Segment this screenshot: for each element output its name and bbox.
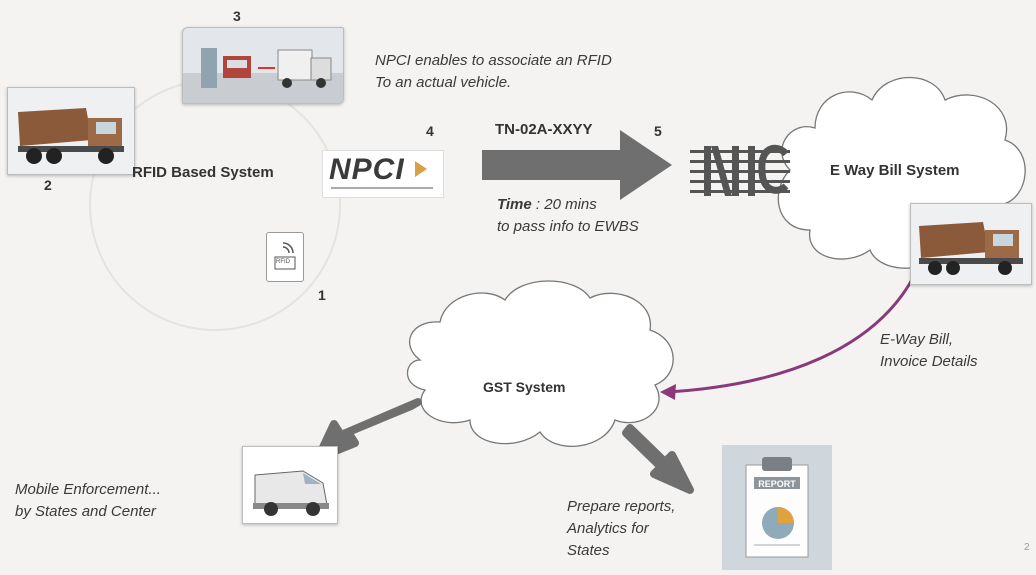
nic-logo-icon bbox=[690, 144, 790, 196]
gst-to-reports-arrow bbox=[622, 424, 694, 494]
time-label: Time bbox=[497, 196, 532, 213]
mobile-enforcement-line-2: by States and Center bbox=[15, 503, 156, 520]
eway-invoice-line-1: E-Way Bill, bbox=[880, 331, 954, 348]
time-value: : 20 mins bbox=[531, 196, 597, 213]
toll-gate-photo bbox=[182, 27, 344, 104]
page-number: 2 bbox=[1024, 542, 1030, 553]
eway-invoice-note: E-Way Bill, Invoice Details bbox=[880, 329, 978, 373]
npci-note-line-1: NPCI enables to associate an RFID bbox=[375, 52, 612, 69]
gst-to-enforcement-arrow bbox=[314, 398, 422, 462]
rfid-tag-text: RFID bbox=[276, 259, 290, 265]
toll-gate-icon bbox=[183, 48, 343, 103]
nic-logo bbox=[690, 140, 790, 198]
reports-line-3: States bbox=[567, 542, 610, 559]
step-1-marker: 1 bbox=[318, 287, 326, 303]
step-4-marker: 4 bbox=[426, 123, 434, 139]
eway-invoice-line-2: Invoice Details bbox=[880, 353, 978, 370]
gst-cloud bbox=[407, 280, 674, 447]
time-note: Time : 20 mins to pass info to EWBS bbox=[497, 194, 639, 238]
npci-note: NPCI enables to associate an RFID To an … bbox=[375, 50, 612, 94]
reports-line-2: Analytics for bbox=[567, 520, 649, 537]
npci-logo-arrow bbox=[415, 161, 427, 177]
step-5-marker: 5 bbox=[654, 123, 662, 139]
eway-bill-system-label: E Way Bill System bbox=[830, 162, 960, 179]
npci-note-line-2: To an actual vehicle. bbox=[375, 74, 512, 91]
rfid-system-label: RFID Based System bbox=[132, 164, 274, 181]
rfid-tag: RFID bbox=[266, 232, 304, 282]
main-flow-arrow bbox=[482, 130, 672, 200]
mobile-enforcement-line-1: Mobile Enforcement... bbox=[15, 481, 161, 498]
report-title: REPORT bbox=[758, 479, 796, 489]
reports-line-1: Prepare reports, bbox=[567, 498, 676, 515]
reports-note: Prepare reports, Analytics for States bbox=[567, 496, 675, 562]
eway-to-gst-arrow bbox=[667, 267, 920, 394]
delivery-van-icon bbox=[253, 470, 329, 516]
dump-truck-icon bbox=[919, 222, 1023, 275]
npci-logo: NPCI bbox=[322, 150, 444, 198]
dump-truck-photo bbox=[7, 87, 135, 175]
npci-logo-icon: NPCI bbox=[329, 153, 405, 186]
gst-system-label: GST System bbox=[483, 379, 566, 395]
vehicle-number: TN-02A-XXYY bbox=[495, 121, 593, 138]
report-clipboard-icon bbox=[745, 457, 809, 558]
step-2-marker: 2 bbox=[44, 177, 52, 193]
step-3-marker: 3 bbox=[233, 8, 241, 24]
report-clipboard-photo: REPORT bbox=[722, 445, 832, 570]
eway-truck-photo bbox=[910, 203, 1032, 285]
mobile-enforcement-note: Mobile Enforcement... by States and Cent… bbox=[15, 479, 161, 523]
rfid-tag-icon bbox=[274, 242, 296, 270]
dump-truck-icon bbox=[18, 108, 124, 164]
npci-logo-tagline bbox=[331, 187, 433, 189]
time-note-line: to pass info to EWBS bbox=[497, 218, 639, 235]
enforcement-van-photo bbox=[242, 446, 338, 524]
